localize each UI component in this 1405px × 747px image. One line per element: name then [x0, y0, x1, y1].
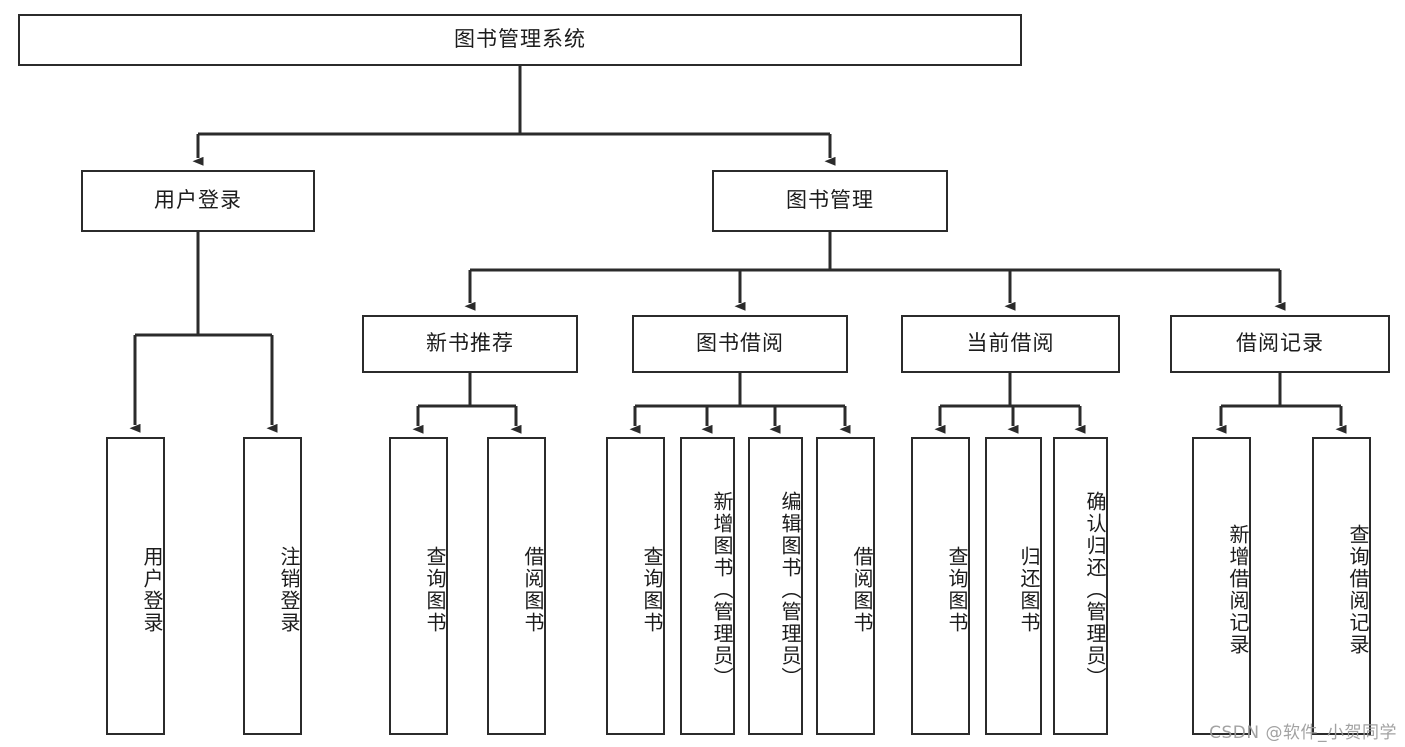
leaf-borrow-borrow-book-label: 借阅图书 — [850, 546, 874, 634]
node-book-management-module[interactable]: 图书管理 — [712, 170, 948, 232]
leaf-current-confirm-return-admin[interactable]: 确认归还（管理员） — [1053, 437, 1108, 735]
leaf-current-query-book-label: 查询图书 — [945, 546, 969, 634]
leaf-current-return-book-label: 归还图书 — [1017, 546, 1041, 634]
leaf-current-query-book[interactable]: 查询图书 — [911, 437, 970, 735]
leaf-record-add-label: 新增借阅记录 — [1226, 524, 1250, 656]
leaf-current-return-book[interactable]: 归还图书 — [985, 437, 1042, 735]
leaf-borrow-query-book[interactable]: 查询图书 — [606, 437, 665, 735]
leaf-borrow-query-book-label: 查询图书 — [640, 546, 664, 634]
leaf-borrow-add-book-admin[interactable]: 新增图书（管理员） — [680, 437, 735, 735]
edge-root-to-level2 — [192, 66, 836, 166]
node-current-borrow-label: 当前借阅 — [966, 331, 1055, 356]
leaf-borrow-edit-book-admin-label: 编辑图书（管理员） — [778, 491, 802, 689]
edge-user-to-leaves — [129, 232, 278, 433]
leaf-user-logout-label: 注销登录 — [277, 546, 301, 634]
node-root[interactable]: 图书管理系统 — [18, 14, 1022, 66]
leaf-record-query-label: 查询借阅记录 — [1346, 524, 1370, 656]
node-current-borrow[interactable]: 当前借阅 — [901, 315, 1120, 373]
node-root-label: 图书管理系统 — [454, 27, 586, 52]
node-borrow-record-label: 借阅记录 — [1236, 331, 1324, 356]
leaf-record-query[interactable]: 查询借阅记录 — [1312, 437, 1371, 735]
leaf-record-add[interactable]: 新增借阅记录 — [1192, 437, 1251, 735]
edge-record-to-leaves — [1215, 373, 1347, 434]
leaf-new-borrow-book-label: 借阅图书 — [521, 546, 545, 634]
edge-new-to-leaves — [412, 373, 522, 434]
leaf-new-query-book[interactable]: 查询图书 — [389, 437, 448, 735]
edge-borrow-to-leaves — [629, 373, 851, 434]
leaf-new-query-book-label: 查询图书 — [423, 546, 447, 634]
leaf-borrow-add-book-admin-label: 新增图书（管理员） — [710, 491, 734, 689]
node-new-book-recommend[interactable]: 新书推荐 — [362, 315, 578, 373]
node-new-book-recommend-label: 新书推荐 — [426, 331, 514, 356]
node-book-borrow-label: 图书借阅 — [696, 331, 784, 356]
leaf-borrow-edit-book-admin[interactable]: 编辑图书（管理员） — [748, 437, 803, 735]
node-user-login-module-label: 用户登录 — [154, 188, 242, 213]
leaf-new-borrow-book[interactable]: 借阅图书 — [487, 437, 546, 735]
leaf-borrow-borrow-book[interactable]: 借阅图书 — [816, 437, 875, 735]
node-book-management-module-label: 图书管理 — [786, 188, 874, 213]
node-borrow-record[interactable]: 借阅记录 — [1170, 315, 1390, 373]
node-book-borrow[interactable]: 图书借阅 — [632, 315, 848, 373]
csdn-watermark: CSDN @软件_小贺同学 — [1209, 723, 1397, 743]
leaf-current-confirm-return-admin-label: 确认归还（管理员） — [1083, 491, 1107, 689]
leaf-user-login[interactable]: 用户登录 — [106, 437, 165, 735]
edge-book-to-level3 — [464, 232, 1286, 311]
node-user-login-module[interactable]: 用户登录 — [81, 170, 315, 232]
leaf-user-logout[interactable]: 注销登录 — [243, 437, 302, 735]
leaf-user-login-label: 用户登录 — [140, 546, 164, 634]
edge-current-to-leaves — [934, 373, 1086, 434]
